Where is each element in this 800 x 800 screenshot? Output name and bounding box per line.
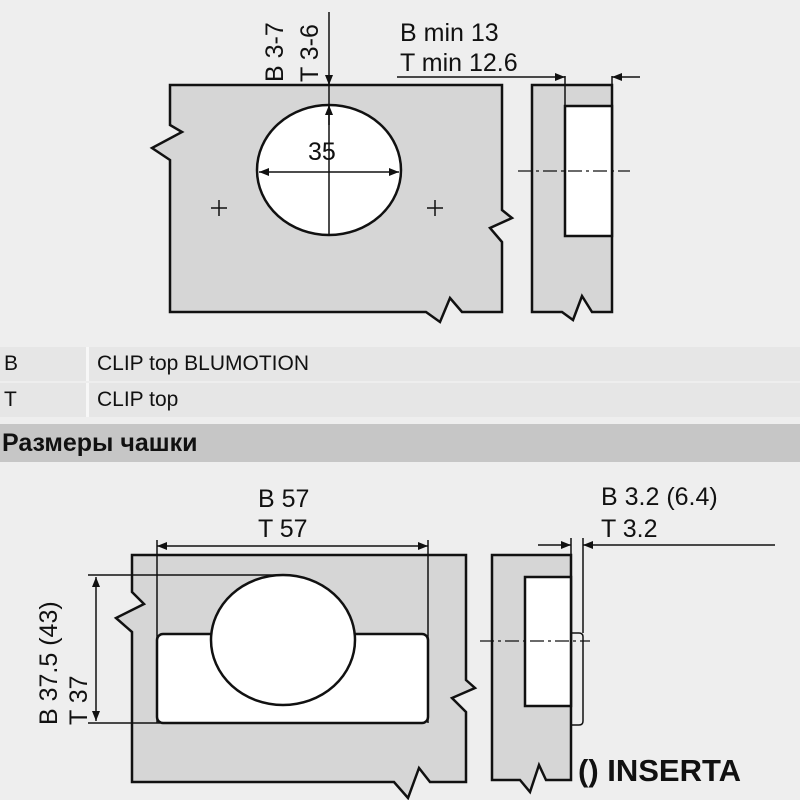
legend-value: CLIP top BLUMOTION — [97, 352, 310, 375]
depth-t-label: T 3.2 — [601, 515, 658, 543]
section-title: Размеры чашки — [2, 429, 198, 457]
edge-distance-b-label: B 3-7 — [261, 22, 289, 82]
legend-row-t: T CLIP top — [0, 383, 800, 417]
edge-distance-t-label: T 3-6 — [296, 24, 324, 82]
screw-mark-right — [427, 200, 443, 216]
depth-b-label: B 3.2 (6.4) — [601, 483, 718, 511]
min-thickness-t-label: T min 12.6 — [400, 49, 518, 77]
width-b-label: B 57 — [258, 485, 309, 513]
cup-diameter-label: 35 — [308, 138, 336, 166]
legend-row-b: B CLIP top BLUMOTION — [0, 347, 800, 381]
inserta-bump — [571, 632, 584, 726]
min-thickness-b-label: B min 13 — [400, 19, 499, 47]
cup-outline — [209, 573, 357, 707]
width-t-label: T 57 — [258, 515, 308, 543]
legend-divider — [86, 383, 89, 417]
height-b-label: B 37.5 (43) — [35, 601, 63, 725]
legend-value: CLIP top — [97, 388, 179, 411]
inserta-note: () INSERTA — [578, 753, 742, 788]
legend-key: B — [4, 352, 19, 375]
section-header: Размеры чашки — [0, 424, 800, 462]
legend-divider — [86, 347, 89, 381]
legend-key: T — [4, 388, 17, 411]
screw-mark-left — [211, 200, 227, 216]
height-t-label: T 37 — [65, 675, 93, 725]
